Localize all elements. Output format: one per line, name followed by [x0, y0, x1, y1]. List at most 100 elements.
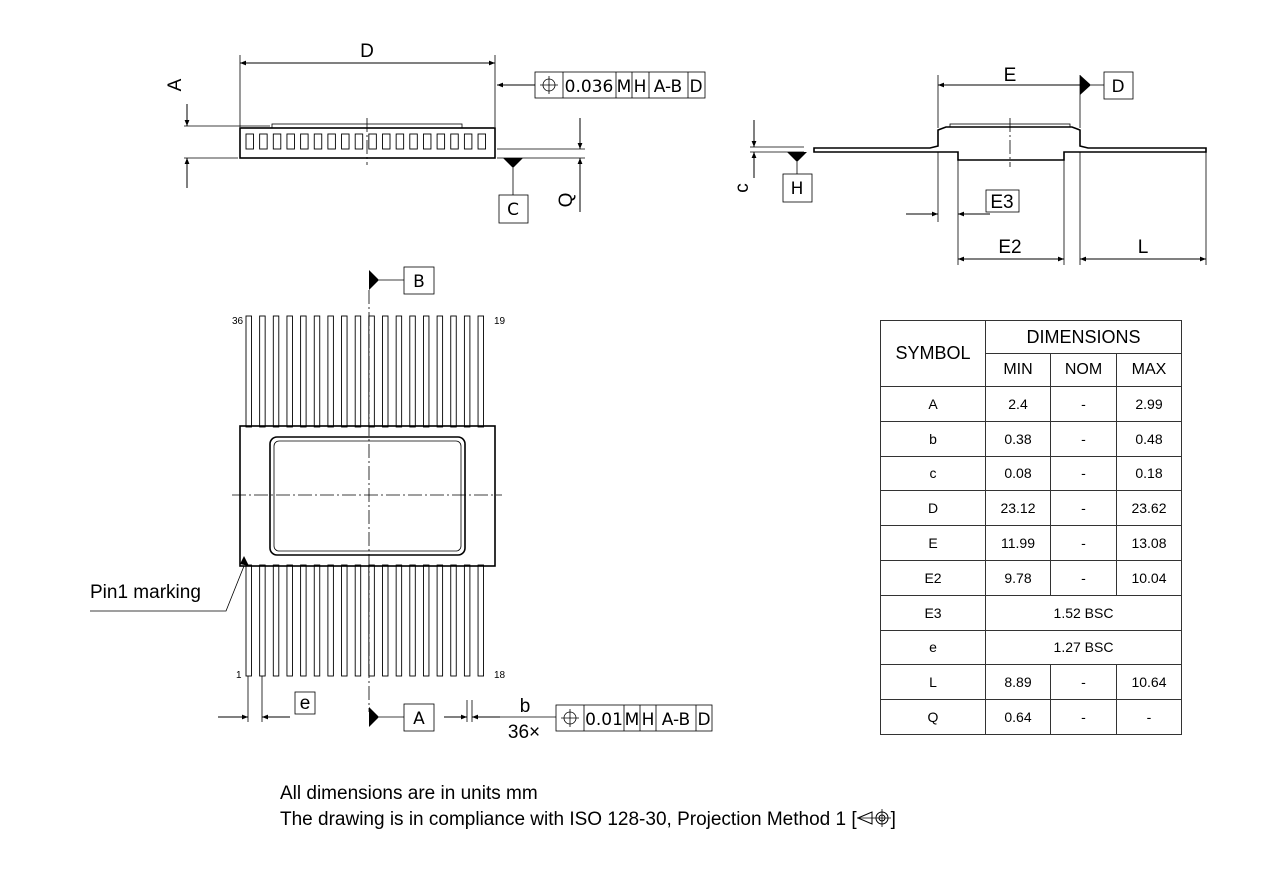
- dim-label-Q: Q: [556, 193, 577, 208]
- symbol-cell: b: [880, 420, 986, 457]
- fcf-top-modifier: M: [617, 77, 632, 97]
- note-compliance-text: The drawing is in compliance with ISO 12…: [280, 809, 857, 830]
- lead: [354, 133, 364, 150]
- lead: [313, 133, 323, 150]
- symbol-cell: D: [880, 490, 986, 527]
- lead: [450, 133, 459, 150]
- min-cell: 2.4: [985, 386, 1051, 422]
- feature-control-frame-bottom: 0.01 M H A-B D: [555, 704, 713, 732]
- lead: [300, 315, 307, 428]
- nom-cell: -: [1050, 559, 1117, 596]
- symbol-cell: L: [880, 664, 986, 701]
- lead: [450, 564, 457, 677]
- nom-cell: -: [1050, 525, 1117, 561]
- top-view: B 36 19 1 18 Pin1 marking e A b 36×: [90, 266, 713, 743]
- lead: [409, 564, 416, 677]
- lead: [395, 315, 403, 428]
- nom-cell: -: [1050, 490, 1117, 527]
- lead: [382, 315, 389, 428]
- fcf-bottom-tolerance: 0.01: [585, 710, 623, 730]
- lead: [463, 315, 471, 428]
- lead: [341, 133, 350, 150]
- min-cell: 0.38: [985, 420, 1051, 457]
- dim-label-b: b: [520, 696, 531, 717]
- lead: [423, 133, 432, 150]
- lead: [368, 133, 377, 150]
- fcf-bottom-modifier: M: [625, 710, 640, 730]
- lead: [423, 315, 430, 428]
- symbol-header: SYMBOL: [880, 320, 986, 387]
- lead: [259, 315, 266, 428]
- lead: [245, 133, 254, 150]
- lead: [354, 315, 362, 428]
- symbol-cell: e: [880, 629, 986, 666]
- lead: [286, 315, 293, 428]
- dim-label-A: A: [165, 78, 186, 91]
- pin-number-19: 19: [494, 316, 506, 327]
- note-compliance-end: ]: [890, 809, 896, 830]
- min-cell: 23.12: [985, 490, 1051, 527]
- feature-control-frame-top: 0.036 M H A-B D: [534, 71, 706, 99]
- lead: [423, 564, 430, 677]
- fcf-top-datum-2: A-B: [654, 77, 682, 97]
- datum-label-H: H: [791, 179, 804, 199]
- symbol-cell: A: [880, 386, 986, 422]
- fcf-top-tolerance: 0.036: [565, 77, 614, 97]
- max-cell: 10.64: [1116, 664, 1182, 701]
- column-header-min: MIN: [985, 353, 1051, 387]
- value-span-cell: 1.27 BSC: [985, 629, 1182, 666]
- note-compliance: The drawing is in compliance with ISO 12…: [280, 807, 896, 833]
- lead: [477, 564, 484, 677]
- lead: [368, 315, 375, 428]
- pin-number-18: 18: [494, 670, 506, 681]
- datum-label-B: B: [413, 272, 425, 292]
- max-cell: -: [1116, 699, 1182, 735]
- nom-cell: -: [1050, 386, 1117, 422]
- max-cell: 10.04: [1116, 559, 1182, 596]
- side-leads: [245, 133, 486, 150]
- nom-cell: -: [1050, 699, 1117, 735]
- lead: [313, 564, 321, 677]
- max-cell: 0.48: [1116, 420, 1182, 457]
- nom-cell: -: [1050, 455, 1117, 492]
- lead: [286, 564, 293, 677]
- max-cell: 2.99: [1116, 386, 1182, 422]
- symbol-cell: E2: [880, 559, 986, 596]
- position-tolerance-icon: [540, 76, 558, 94]
- datum-label-C: C: [507, 200, 519, 220]
- dim-label-E3: E3: [990, 192, 1013, 213]
- min-cell: 9.78: [985, 559, 1051, 596]
- pin-number-1: 1: [236, 670, 242, 681]
- symbol-cell: E3: [880, 594, 986, 631]
- lead: [286, 133, 295, 150]
- pin-number-36: 36: [232, 316, 244, 327]
- lead: [259, 133, 268, 150]
- lead: [300, 133, 309, 150]
- side-view-length: D 0.036 M H A-B D: [165, 41, 706, 224]
- lead: [382, 564, 389, 677]
- dim-label-E2: E2: [998, 237, 1021, 258]
- lead: [368, 564, 375, 677]
- lead: [272, 564, 280, 677]
- symbol-cell: E: [880, 525, 986, 561]
- fcf-top-datum-1: H: [634, 77, 647, 97]
- max-cell: 13.08: [1116, 525, 1182, 561]
- lead: [450, 315, 457, 428]
- value-span-cell: 1.52 BSC: [985, 594, 1182, 631]
- lead: [395, 564, 403, 677]
- dim-label-c: c: [732, 183, 753, 193]
- position-tolerance-icon: [561, 709, 579, 727]
- fcf-bottom-datum-2: A-B: [662, 710, 690, 730]
- nom-cell: -: [1050, 664, 1117, 701]
- top-leads: [245, 315, 484, 428]
